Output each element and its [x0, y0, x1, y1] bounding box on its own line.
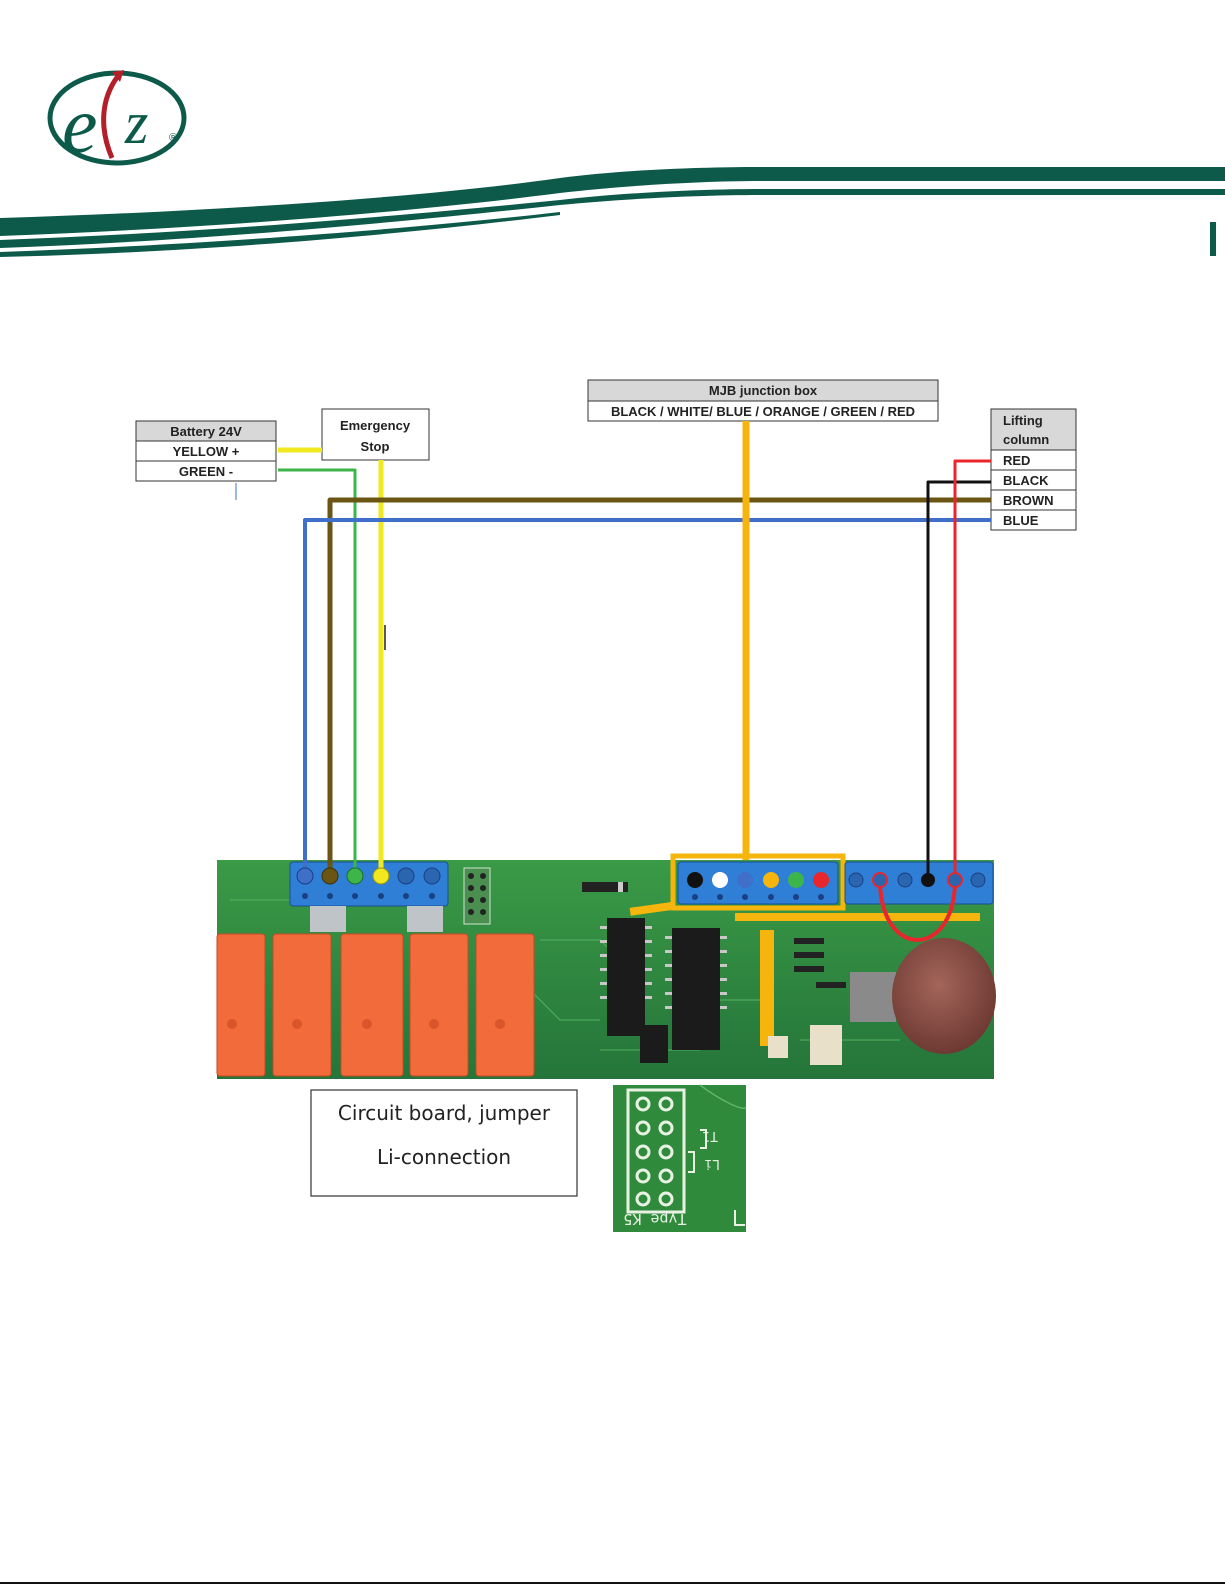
emergency-stop-line1: Emergency: [340, 418, 411, 433]
relay-2: [273, 934, 331, 1076]
wire-blue: [305, 520, 991, 876]
relay-5: [476, 934, 534, 1076]
battery-yellow-plus: YELLOW +: [173, 444, 240, 459]
jumper-block: [640, 1025, 668, 1063]
mjb-title: MJB junction box: [709, 383, 818, 398]
logo-letter-e: e: [62, 82, 98, 170]
ic-chip-2: [672, 928, 720, 1050]
emergency-stop-line2: Stop: [361, 439, 390, 454]
mjb-colors-line: BLACK / WHITE/ BLUE / ORANGE / GREEN / R…: [611, 404, 915, 419]
logo-registered-mark: ®: [169, 132, 177, 144]
wire-red: [955, 461, 991, 876]
caption-line1: Circuit board, jumper: [338, 1101, 551, 1125]
battery-green-minus: GREEN -: [179, 464, 233, 479]
jumper-inset: T1 Li Type K5: [613, 1085, 746, 1232]
relay-4: [410, 934, 468, 1076]
ic-chip-1: [607, 918, 645, 1036]
right-terminal-block: [845, 862, 993, 904]
capacitor: [892, 938, 996, 1054]
wire-green: [278, 470, 355, 876]
wire-black: [928, 482, 991, 876]
inset-li-mark: Li: [704, 1156, 720, 1171]
wire-brown: [330, 500, 991, 876]
mjb-label-box: MJB junction box BLACK / WHITE/ BLUE / O…: [588, 380, 938, 421]
lifting-column-line2: column: [1003, 432, 1049, 447]
relay-1: [217, 934, 265, 1076]
pin-header: [464, 868, 490, 924]
lifting-column-blue: BLUE: [1003, 513, 1039, 528]
lifting-column-black: BLACK: [1003, 473, 1049, 488]
lifting-column-line1: Lifting: [1003, 413, 1043, 428]
lifting-column-red: RED: [1003, 453, 1030, 468]
battery-title: Battery 24V: [170, 424, 242, 439]
emergency-stop-label-box: Emergency Stop: [322, 409, 429, 460]
header-swoosh: [0, 167, 1225, 257]
relay-3: [341, 934, 403, 1076]
inset-type-label: Type K5: [623, 1210, 686, 1228]
battery-label-box: Battery 24V YELLOW + GREEN -: [136, 421, 276, 500]
lifting-column-brown: BROWN: [1003, 493, 1054, 508]
caption-line2: Li-connection: [377, 1145, 511, 1169]
orange-connector-strip: [760, 930, 774, 1046]
logo-letter-z: z: [124, 90, 148, 156]
ez-logo: e z ®: [50, 70, 184, 170]
capacitor-base: [850, 972, 896, 1022]
left-terminal-block: [290, 862, 448, 906]
lifting-column-label-box: Lifting column RED BLACK BROWN BLUE: [991, 409, 1076, 530]
caption-box: Circuit board, jumper Li-connection: [311, 1090, 577, 1196]
relays: [217, 934, 534, 1076]
inset-t1-mark: T1: [702, 1128, 718, 1143]
